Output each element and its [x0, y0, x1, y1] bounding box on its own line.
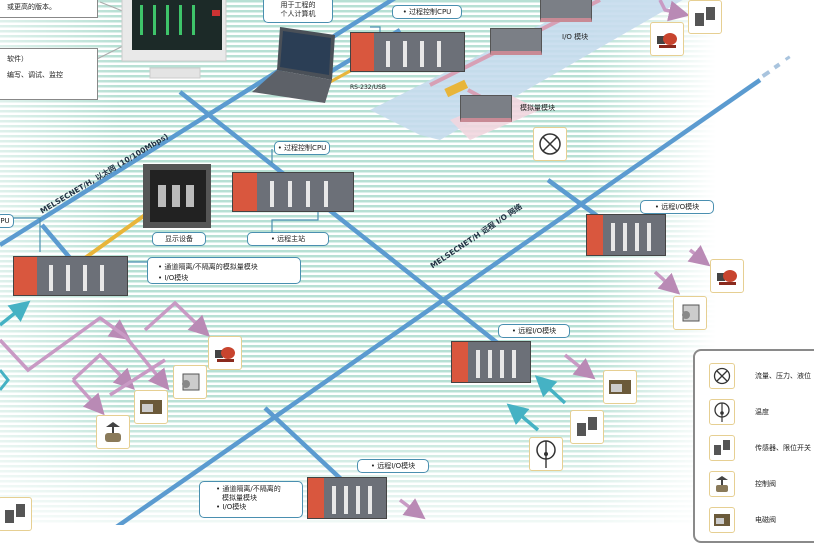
display-device [143, 164, 211, 228]
solenoid-valve-icon-box [134, 390, 168, 424]
legend: 流量、压力、液位 温度 传感器、限位开关 控制阀 电磁阀 [693, 349, 814, 543]
callout-remote-master: • 远程主站 [247, 232, 329, 246]
callout-process-cpu-top: • 过程控制CPU [392, 5, 462, 19]
remote-io-bottom-text: • 远程I/O模块 [370, 462, 416, 470]
process-cpu-text: • 过程控制CPU [402, 8, 452, 16]
input-arrows [0, 300, 567, 432]
remote-io-rack-right [586, 214, 666, 256]
legend-item: 温度 [709, 399, 769, 425]
process-cpu-rack-top [350, 32, 465, 72]
legend-item: 流量、压力、液位 [709, 363, 811, 389]
version-text: 或更高的版本。 [7, 3, 56, 11]
engineering-pc-line2: 个人计算机 [280, 9, 316, 18]
display-text: 显示设备 [165, 235, 193, 243]
solenoid-valve-icon [138, 394, 164, 420]
callout-remote-io-right: • 远程I/O模块 [640, 200, 714, 214]
io-module-block [490, 28, 542, 55]
sensor-switch-icon [692, 4, 718, 30]
sensor-switch-icon-box [688, 0, 722, 34]
bottom-io-item: • I/O模块 [216, 503, 247, 511]
legend-label: 电磁阀 [755, 516, 776, 524]
software-text: 软件） [7, 55, 28, 63]
display-cable [83, 213, 147, 260]
legend-item: 电磁阀 [709, 507, 776, 533]
control-valve-icon [100, 419, 126, 445]
pump-icon [654, 26, 680, 52]
motor-icon [177, 369, 203, 395]
callout-engineering-pc: 用于工程的 个人计算机 [263, 0, 333, 23]
control-valve-icon [709, 471, 735, 497]
callout-version: 或更高的版本。 [0, 0, 98, 18]
legend-item: 传感器、限位开关 [709, 435, 811, 461]
sensor-switch-icon [709, 435, 735, 461]
rs232-label: RS-232/USB [350, 84, 386, 91]
legend-label: 流量、压力、液位 [755, 372, 811, 380]
io-module-item: • I/O模块 [158, 274, 189, 282]
temperature-icon [533, 439, 559, 469]
solenoid-valve-icon-box [603, 370, 637, 404]
remote-io-line [113, 78, 762, 530]
flow-pressure-icon [537, 131, 563, 157]
cpu-left-text: PU [0, 217, 10, 225]
sensor-switch-icon-box [570, 410, 604, 444]
output-arrows [0, 0, 711, 520]
plc-rack-left [13, 256, 128, 296]
solenoid-valve-icon [709, 507, 735, 533]
sensor-switch-icon [2, 501, 28, 527]
remote-io-line-dashes [761, 55, 791, 78]
motor-icon-box [173, 365, 207, 399]
software-function-text: 编写、调试、监控 [7, 71, 63, 79]
pump-icon-box [710, 259, 744, 293]
remote-io-rack-bottom [307, 477, 387, 519]
temperature-icon-box [529, 437, 563, 471]
solenoid-valve-icon [607, 374, 633, 400]
flow-pressure-icon [709, 363, 735, 389]
analog-module-block [460, 95, 512, 122]
callout-remote-io-bottom: • 远程I/O模块 [357, 459, 429, 473]
callout-bottom-modules: • 通道隔离/不隔离的 模拟量模块 • I/O模块 [199, 481, 303, 518]
motor-icon-box [673, 296, 707, 330]
legend-label: 控制阀 [755, 480, 776, 488]
remote-master-text: • 远程主站 [270, 235, 306, 243]
legend-item: 控制阀 [709, 471, 776, 497]
ethernet-branch-line [178, 90, 502, 347]
engineering-pc-line1: 用于工程的 [280, 0, 316, 9]
pump-icon [714, 263, 740, 289]
bottom-analog-item: • 通道隔离/不隔离的 [216, 485, 281, 493]
callout-process-cpu-mid: • 过程控制CPU [274, 141, 330, 155]
io-band [370, 0, 683, 140]
remote-io-right-text: • 远程I/O模块 [654, 203, 700, 211]
motor-icon [677, 300, 703, 326]
pump-icon-box [208, 336, 242, 370]
sensor-switch-icon [574, 414, 600, 440]
callout-cpu-left: PU [0, 214, 14, 228]
diagram-canvas [0, 0, 814, 530]
analog-module-label: 模拟量模块 [520, 104, 555, 112]
legend-label: 温度 [755, 408, 769, 416]
callout-left-modules: • 通道隔离/不隔离的模拟量模块 • I/O模块 [147, 257, 301, 284]
bottom-analog-item-cont: 模拟量模块 [222, 494, 257, 502]
io-module-label: I/O 模块 [562, 33, 589, 41]
temperature-icon [709, 399, 735, 425]
io-module-block [540, 0, 592, 22]
legend-label: 传感器、限位开关 [755, 444, 811, 452]
remote-io-rack-mid [451, 341, 531, 383]
flow-pressure-icon-box [533, 127, 567, 161]
process-cpu-mid-text: • 过程控制CPU [277, 144, 327, 152]
callout-software: 软件） 编写、调试、监控 [0, 48, 98, 100]
callout-display: 显示设备 [152, 232, 206, 246]
pump-icon [212, 340, 238, 366]
laptop-device [252, 27, 335, 103]
rs232-cable [329, 68, 353, 84]
analog-module-item: • 通道隔离/不隔离的模拟量模块 [158, 263, 258, 271]
pump-icon-box [650, 22, 684, 56]
remote-io-mid-text: • 远程I/O模块 [511, 327, 557, 335]
control-valve-icon-box [96, 415, 130, 449]
process-cpu-rack-mid [232, 172, 354, 212]
callout-remote-io-mid: • 远程I/O模块 [498, 324, 570, 338]
connector [444, 79, 469, 98]
sensor-switch-icon-box [0, 497, 32, 531]
monitor-device [121, 0, 227, 79]
